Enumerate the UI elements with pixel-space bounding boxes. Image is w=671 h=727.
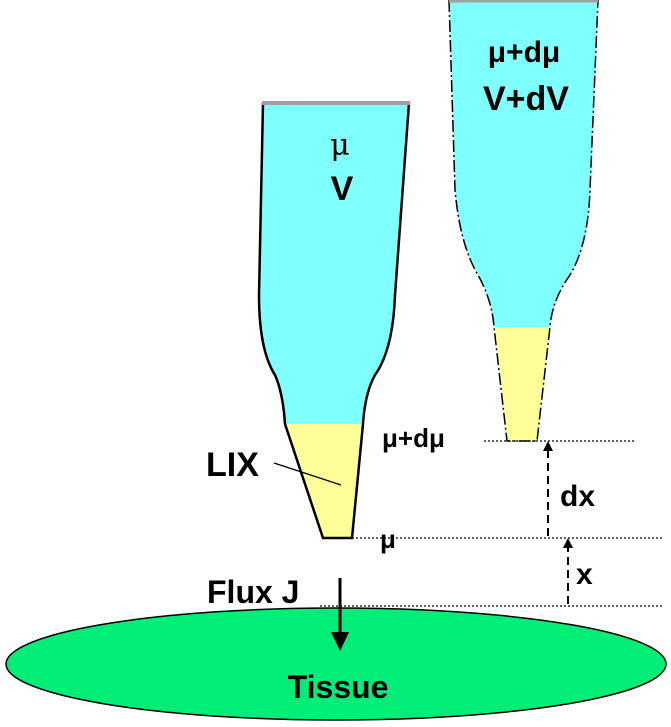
left-electrode-electrolyte bbox=[259, 103, 409, 424]
tissue-label: Tissue bbox=[288, 669, 389, 705]
right-electrode-lix bbox=[494, 327, 550, 441]
flux-arrow-head bbox=[331, 632, 349, 651]
x-label: x bbox=[576, 558, 593, 591]
right-potential-label: μ+dμ bbox=[488, 36, 561, 69]
lower-position-label: μ bbox=[380, 524, 396, 554]
upper-position-label: μ+dμ bbox=[382, 423, 445, 453]
lix-pointer-line bbox=[273, 462, 342, 486]
left-voltage-label: V bbox=[331, 170, 354, 208]
flux-label: Flux J bbox=[207, 574, 299, 610]
dx-label: dx bbox=[560, 480, 595, 513]
left-electrode-outline bbox=[257, 102, 411, 540]
right-electrode-electrolyte bbox=[449, 0, 598, 327]
right-voltage-label: V+dV bbox=[483, 80, 569, 118]
left-potential-label: μ bbox=[330, 128, 350, 163]
lix-label: LIX bbox=[206, 446, 259, 484]
left-electrode-lix bbox=[285, 424, 363, 538]
tissue-ellipse bbox=[5, 607, 667, 721]
